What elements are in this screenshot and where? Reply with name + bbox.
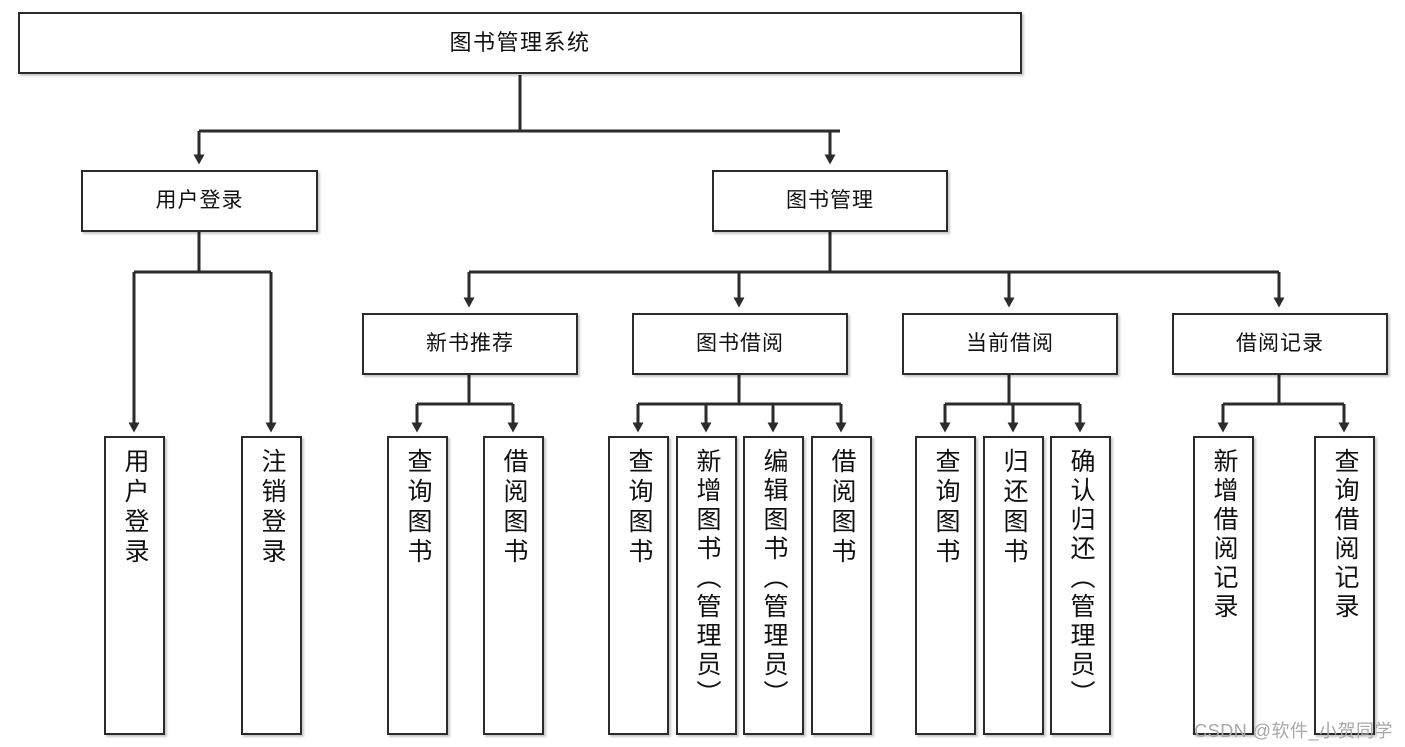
- node-leaf-query-book-3[interactable]: 查询图书: [915, 436, 976, 735]
- node-label: 新书推荐: [426, 331, 514, 355]
- node-label: 新增借阅记录: [1210, 448, 1238, 622]
- node-label: 查询借阅记录: [1331, 448, 1359, 622]
- node-label: 图书管理系统: [449, 30, 591, 56]
- node-label: 当前借阅: [966, 331, 1054, 355]
- node-user-login[interactable]: 用户登录: [81, 170, 318, 232]
- node-current-borrow[interactable]: 当前借阅: [902, 313, 1118, 375]
- node-label: 查询图书: [625, 448, 653, 568]
- node-label: 用户登录: [155, 188, 244, 212]
- node-label: 注销登录: [258, 448, 286, 568]
- node-leaf-logout-login[interactable]: 注销登录: [241, 436, 302, 735]
- node-book-borrow[interactable]: 图书借阅: [632, 313, 848, 375]
- node-leaf-add-book[interactable]: 新增图书（管理员）: [676, 436, 737, 735]
- node-new-book-recommend[interactable]: 新书推荐: [362, 313, 578, 375]
- node-leaf-return-book[interactable]: 归还图书: [983, 436, 1044, 735]
- node-leaf-edit-book[interactable]: 编辑图书（管理员）: [743, 436, 804, 735]
- node-label: 归还图书: [1000, 448, 1028, 568]
- node-leaf-user-login[interactable]: 用户登录: [104, 436, 165, 735]
- node-leaf-borrow-book-1[interactable]: 借阅图书: [483, 436, 544, 735]
- node-leaf-add-record[interactable]: 新增借阅记录: [1193, 436, 1254, 735]
- node-label: 图书借阅: [696, 331, 784, 355]
- node-label: 图书管理: [786, 188, 874, 212]
- node-leaf-query-record[interactable]: 查询借阅记录: [1314, 436, 1375, 735]
- node-borrow-record[interactable]: 借阅记录: [1172, 313, 1388, 375]
- node-label: 借阅图书: [500, 448, 528, 568]
- node-leaf-query-book-2[interactable]: 查询图书: [608, 436, 669, 735]
- node-root-book-management-system[interactable]: 图书管理系统: [18, 12, 1022, 74]
- node-book-management[interactable]: 图书管理: [712, 170, 948, 232]
- node-leaf-borrow-book-2[interactable]: 借阅图书: [811, 436, 872, 735]
- node-label: 借阅记录: [1236, 331, 1324, 355]
- node-label: 用户登录: [121, 448, 149, 568]
- node-leaf-query-book-1[interactable]: 查询图书: [387, 436, 448, 735]
- node-leaf-confirm-return[interactable]: 确认归还（管理员）: [1050, 436, 1111, 735]
- node-label: 新增图书（管理员）: [693, 448, 721, 709]
- node-label: 借阅图书: [828, 448, 856, 568]
- watermark-text: CSDN @软件_小贺同学: [1194, 721, 1393, 741]
- node-label: 查询图书: [932, 448, 960, 568]
- node-label: 编辑图书（管理员）: [760, 448, 788, 709]
- node-label: 查询图书: [404, 448, 432, 568]
- node-label: 确认归还（管理员）: [1067, 448, 1095, 709]
